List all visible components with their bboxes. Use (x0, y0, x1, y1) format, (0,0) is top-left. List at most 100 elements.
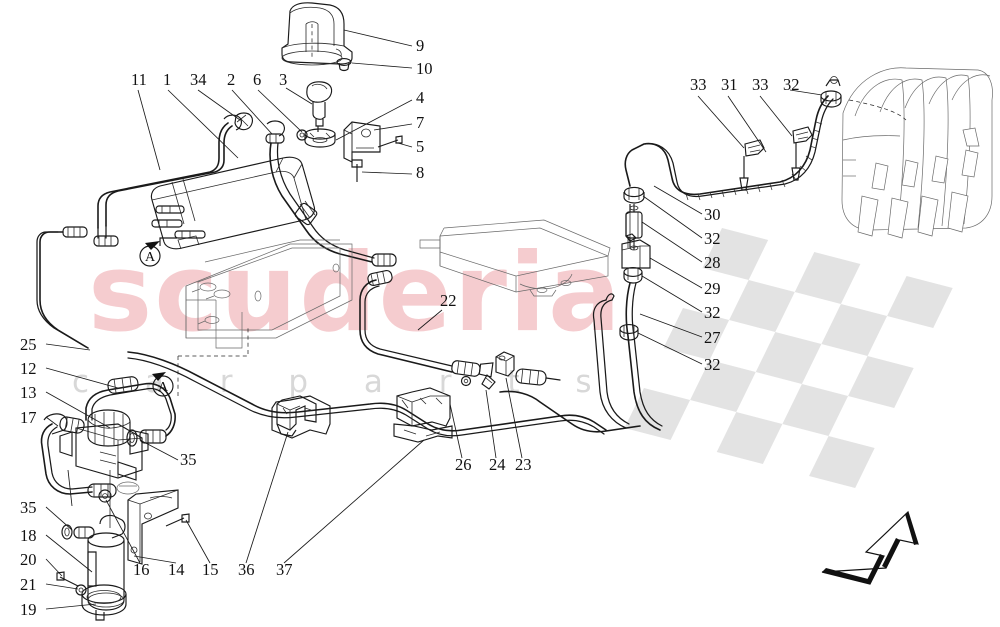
mounting-plate (185, 239, 353, 349)
filter-clamp-19 (81, 584, 127, 621)
connector-block-28 (621, 233, 651, 269)
hose-from-23 (515, 368, 561, 386)
callout-27: 27 (704, 328, 721, 347)
valve-down-pipe (265, 120, 375, 263)
pipe-connector-mid (371, 253, 397, 267)
pipe-clip-33-a (739, 139, 765, 191)
callout-36: 36 (238, 560, 255, 579)
callout-18: 18 (20, 526, 37, 545)
callout-labels: 9 10 11 1 34 2 6 3 4 7 5 8 33 31 33 32 3… (20, 36, 800, 619)
intake-manifold (841, 67, 993, 239)
pipe-clip-33-b (791, 126, 813, 181)
callout-24: 24 (489, 455, 506, 474)
watermark-scuderia: scuderia (88, 231, 623, 356)
right-filter-assembly (592, 76, 842, 431)
callout-21: 21 (20, 575, 37, 594)
callout-30: 30 (704, 205, 721, 224)
grommet-upper-32 (623, 186, 645, 204)
bracket-nut-16 (98, 489, 112, 503)
watermark-car-parts: c a r p a r t s (72, 364, 615, 400)
direction-arrow-icon (821, 510, 919, 585)
pump-return-pipe-12 (85, 376, 176, 437)
callout-7: 7 (416, 113, 424, 132)
mounting-bracket-7 (343, 121, 381, 163)
main-low-pipes (127, 351, 641, 437)
callout-3: 3 (279, 70, 287, 89)
pump-fitting-35 (126, 429, 167, 447)
canister-pipe-group (97, 114, 242, 239)
left-long-pipe (36, 231, 89, 349)
callout-35-a: 35 (180, 450, 197, 469)
pipe-connector-left-b (62, 226, 88, 238)
section-letter-a1: A (145, 250, 156, 265)
callout-23: 23 (515, 455, 532, 474)
callout-25: 25 (20, 335, 37, 354)
canister-spigots (151, 205, 206, 239)
bracket-bolt-15 (165, 513, 190, 527)
charcoal-canister (150, 156, 316, 250)
callout-32-d: 32 (704, 355, 721, 374)
connector-23 (495, 351, 515, 377)
valve-bracket-4 (304, 128, 336, 148)
callout-22: 22 (440, 291, 457, 310)
section-boundary-top (178, 328, 249, 357)
cover-screw-10 (336, 58, 352, 72)
vapour-hose-22 (359, 269, 494, 378)
callout-11: 11 (131, 70, 147, 89)
callout-32-b: 32 (704, 229, 721, 248)
clamp-screw-20 (56, 571, 79, 587)
grommet-29 (623, 267, 643, 284)
callout-32-a: 32 (783, 75, 800, 94)
callout-9: 9 (416, 36, 424, 55)
callout-14: 14 (168, 560, 185, 579)
callout-17: 17 (20, 408, 37, 427)
callout-13: 13 (20, 383, 37, 402)
multi-line-clamp-37-body (393, 387, 453, 443)
multi-line-clamp-37 (271, 395, 331, 439)
callout-33-a: 33 (690, 75, 707, 94)
callout-12: 12 (20, 359, 37, 378)
callout-4: 4 (416, 88, 424, 107)
bracket-washer-extra (116, 481, 140, 495)
line-clamp-36 (276, 395, 317, 437)
callout-35-b: 35 (20, 498, 37, 517)
callout-26: 26 (455, 455, 472, 474)
callout-20: 20 (20, 550, 37, 569)
callout-31: 31 (721, 75, 738, 94)
callout-1: 1 (163, 70, 171, 89)
callout-29: 29 (704, 279, 721, 298)
callout-32-c: 32 (704, 303, 721, 322)
control-unit-box (419, 219, 611, 297)
washer-nut-6 (296, 129, 308, 141)
purge-valve-3 (306, 81, 333, 132)
callout-10: 10 (416, 59, 433, 78)
callout-6: 6 (253, 70, 261, 89)
section-letter-a2: A (158, 380, 169, 395)
callout-8: 8 (416, 163, 424, 182)
bracket-bolt-5 (377, 135, 403, 148)
checkered-flag-watermark (624, 228, 953, 489)
section-marker-a-lower: A (152, 372, 174, 397)
callout-19: 19 (20, 600, 37, 619)
leader-lines (45, 29, 823, 610)
callout-33-b: 33 (752, 75, 769, 94)
section-marker-a-upper: A (139, 237, 177, 267)
grommet-top-32 (820, 76, 842, 108)
callout-16: 16 (133, 560, 150, 579)
grommet-27 (619, 324, 639, 341)
callout-28: 28 (704, 253, 721, 272)
clamp-nut-21 (75, 584, 87, 596)
pump-bracket-14 (127, 489, 179, 565)
pump-hose-17 (40, 413, 117, 498)
callout-5: 5 (416, 137, 424, 156)
pipe-connector-left-a (93, 235, 119, 247)
callout-15: 15 (202, 560, 219, 579)
small-clip-24 (460, 374, 496, 390)
bracket-bolt-8 (351, 159, 363, 182)
callout-2: 2 (227, 70, 235, 89)
callout-34: 34 (190, 70, 207, 89)
valve-clamp-34 (234, 112, 253, 131)
protective-cover-9 (281, 2, 353, 66)
